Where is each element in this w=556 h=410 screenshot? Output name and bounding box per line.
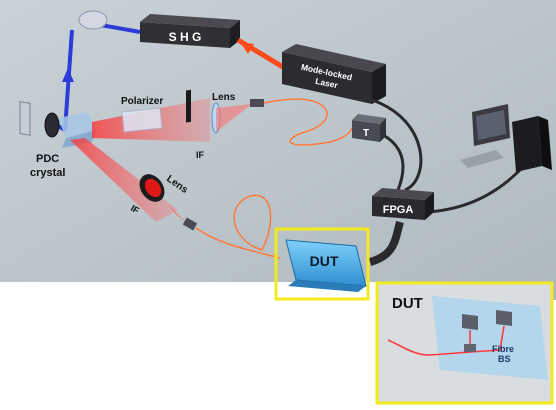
mode-locked-laser: Mode-locked Laser bbox=[282, 44, 386, 104]
pump-arrow bbox=[62, 68, 74, 82]
dut-highlight-frame bbox=[274, 227, 370, 301]
inset-detectors bbox=[462, 310, 512, 330]
t-label: T bbox=[363, 128, 369, 139]
tower bbox=[512, 116, 542, 172]
fpga-unit: FPGA bbox=[372, 188, 434, 220]
if-top-label: IF bbox=[196, 150, 205, 160]
fibre-bs-label-line1: Fibre bbox=[492, 344, 514, 354]
inset-fibres bbox=[387, 325, 505, 356]
shg-unit: S H G bbox=[140, 14, 240, 48]
polarizer-label: Polarizer bbox=[121, 96, 163, 107]
computer bbox=[460, 104, 552, 172]
dut-device: DUT bbox=[285, 239, 367, 292]
computer-cable bbox=[424, 168, 522, 214]
fibre-coupler-bottom bbox=[182, 217, 198, 231]
top-focus-cone bbox=[216, 104, 252, 132]
laser-cable bbox=[371, 98, 423, 192]
pdc-crystal bbox=[44, 112, 96, 148]
lens-top-label: Lens bbox=[212, 92, 236, 103]
inset-title: DUT bbox=[392, 295, 423, 312]
lower-photon-beam bbox=[70, 138, 178, 222]
top-mirror bbox=[78, 10, 108, 30]
optical-fibres bbox=[195, 98, 353, 259]
fibre-bottom bbox=[195, 194, 281, 259]
lens-bottom bbox=[139, 174, 165, 202]
inset-fibre-bs bbox=[464, 344, 476, 352]
fpga-label: FPGA bbox=[383, 204, 414, 216]
polarizer bbox=[121, 107, 163, 133]
timing-module: T bbox=[352, 114, 386, 142]
keyboard bbox=[460, 150, 504, 168]
fibre-coupler-top bbox=[250, 99, 264, 107]
pdc-label-line1: PDC bbox=[36, 153, 59, 165]
optical-table bbox=[0, 0, 556, 300]
shg-label: S H G bbox=[169, 30, 202, 44]
inset-chip bbox=[432, 296, 548, 380]
laser-label-line2: Laser bbox=[314, 76, 339, 91]
dut-inset: DUT Fibre BS bbox=[375, 281, 554, 405]
dut-cable bbox=[368, 220, 404, 266]
pdc-label-line2: crystal bbox=[30, 167, 65, 179]
fibre-bs-label-line2: BS bbox=[498, 354, 511, 364]
if-filter-top bbox=[186, 89, 191, 123]
dut-label: DUT bbox=[310, 253, 339, 269]
left-mirror bbox=[19, 100, 31, 136]
bottom-focus-cone bbox=[168, 204, 188, 224]
fibre-top bbox=[263, 98, 353, 146]
laser-beam bbox=[236, 37, 290, 73]
